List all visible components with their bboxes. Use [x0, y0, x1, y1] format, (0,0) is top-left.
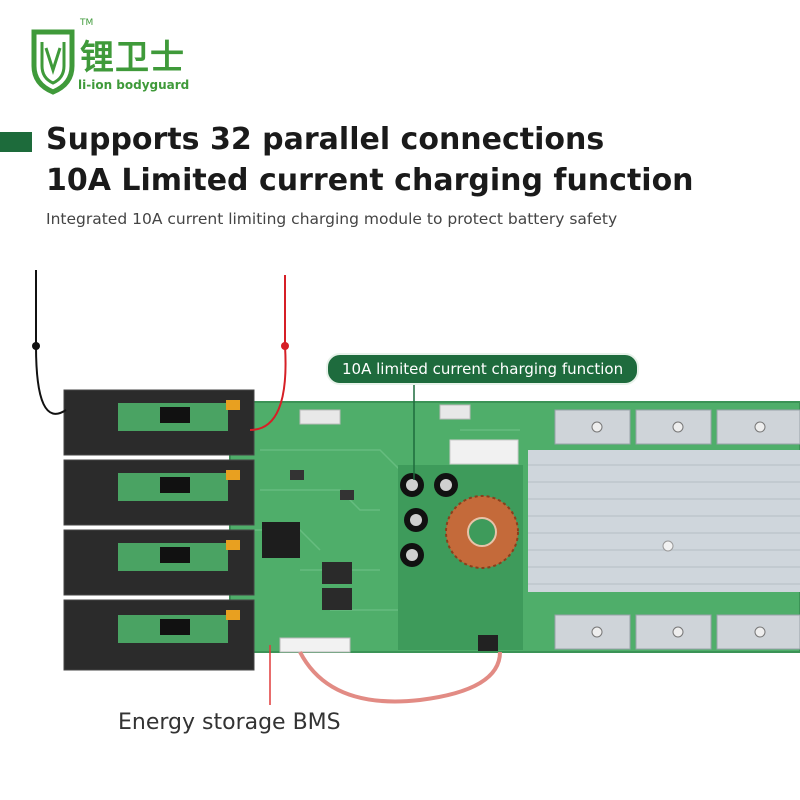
main-pcb-board [229, 401, 800, 653]
battery-stack [63, 389, 255, 671]
title-accent-bar [0, 132, 32, 152]
mcu-chip [262, 522, 300, 558]
red-wire [249, 275, 287, 431]
logo-chinese-name: 锂卫士 [80, 38, 185, 78]
black-wire [35, 270, 67, 415]
charging-function-callout: 10A limited current charging function [326, 353, 640, 385]
bms-product-illustration [32, 270, 800, 705]
toroid-inductor [445, 495, 519, 569]
capacitors [400, 473, 458, 567]
battery-module [63, 599, 255, 671]
bms-label: Energy storage BMS [118, 710, 341, 735]
battery-module [63, 459, 255, 526]
headline-line-2: 10A Limited current charging function [46, 163, 694, 198]
battery-module [63, 529, 255, 596]
brand-logo: TM 锂卫士 li-ion bodyguard [30, 18, 210, 98]
headline-line-1: Supports 32 parallel connections [46, 122, 605, 157]
connector-strip [279, 637, 351, 653]
logo-english-name: li-ion bodyguard [78, 78, 190, 92]
subtitle: Integrated 10A current limiting charging… [46, 210, 618, 228]
trademark-mark: TM [80, 18, 94, 28]
battery-module [63, 389, 255, 456]
mosfet-plates [554, 409, 800, 650]
shield-logo-icon [31, 29, 75, 95]
pink-cable [298, 651, 502, 704]
heatsink [528, 450, 800, 592]
